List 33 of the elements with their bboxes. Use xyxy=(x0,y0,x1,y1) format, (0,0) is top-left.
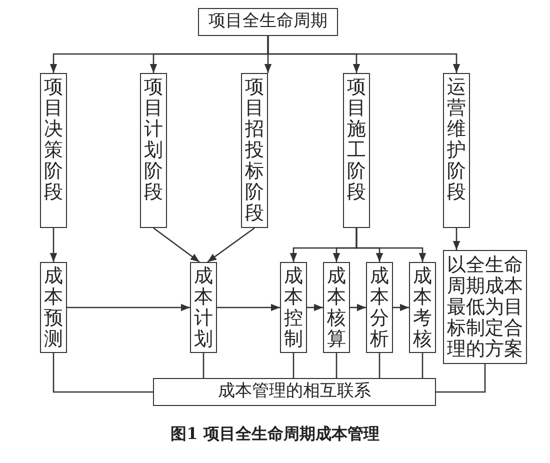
process-box: 成本分析 xyxy=(366,262,393,353)
arrow xyxy=(153,227,200,263)
process-box: 成本考核 xyxy=(409,262,436,353)
arrow xyxy=(356,228,426,262)
arrow xyxy=(307,304,323,312)
connector-line xyxy=(52,353,153,393)
stage-box: 运营维护阶段 xyxy=(443,73,470,228)
arrow xyxy=(217,304,280,312)
connector-line xyxy=(436,364,486,393)
connector-line xyxy=(202,353,204,378)
arrow xyxy=(267,36,460,73)
arrow xyxy=(350,304,366,312)
arrow xyxy=(393,304,409,312)
stage-box: 项目计划阶段 xyxy=(140,73,167,228)
process-box: 成本计划 xyxy=(190,262,217,353)
arrow xyxy=(67,304,190,312)
stage-box: 项目决策阶段 xyxy=(40,73,67,228)
title-box: 项目全生命周期 xyxy=(198,8,338,36)
stage-box: 项目招投标阶段 xyxy=(241,73,268,228)
arrow xyxy=(452,228,460,250)
stage-box: 项目施工阶段 xyxy=(343,73,370,228)
goal-box: 以全生命周期成本最低为目标制定合理的方案 xyxy=(443,250,527,364)
process-box: 成本核算 xyxy=(323,262,350,353)
process-box: 成本控制 xyxy=(280,262,307,353)
figure-caption: 图1 项目全生命周期成本管理 xyxy=(170,424,380,445)
connector-line xyxy=(378,353,380,378)
arrow xyxy=(207,227,255,263)
connector-line xyxy=(336,353,338,378)
connector-line xyxy=(292,353,294,378)
connector-line xyxy=(422,353,424,378)
arrow xyxy=(50,228,58,262)
link-box: 成本管理的相互联系 xyxy=(153,378,436,406)
process-box: 成本预测 xyxy=(40,262,67,353)
